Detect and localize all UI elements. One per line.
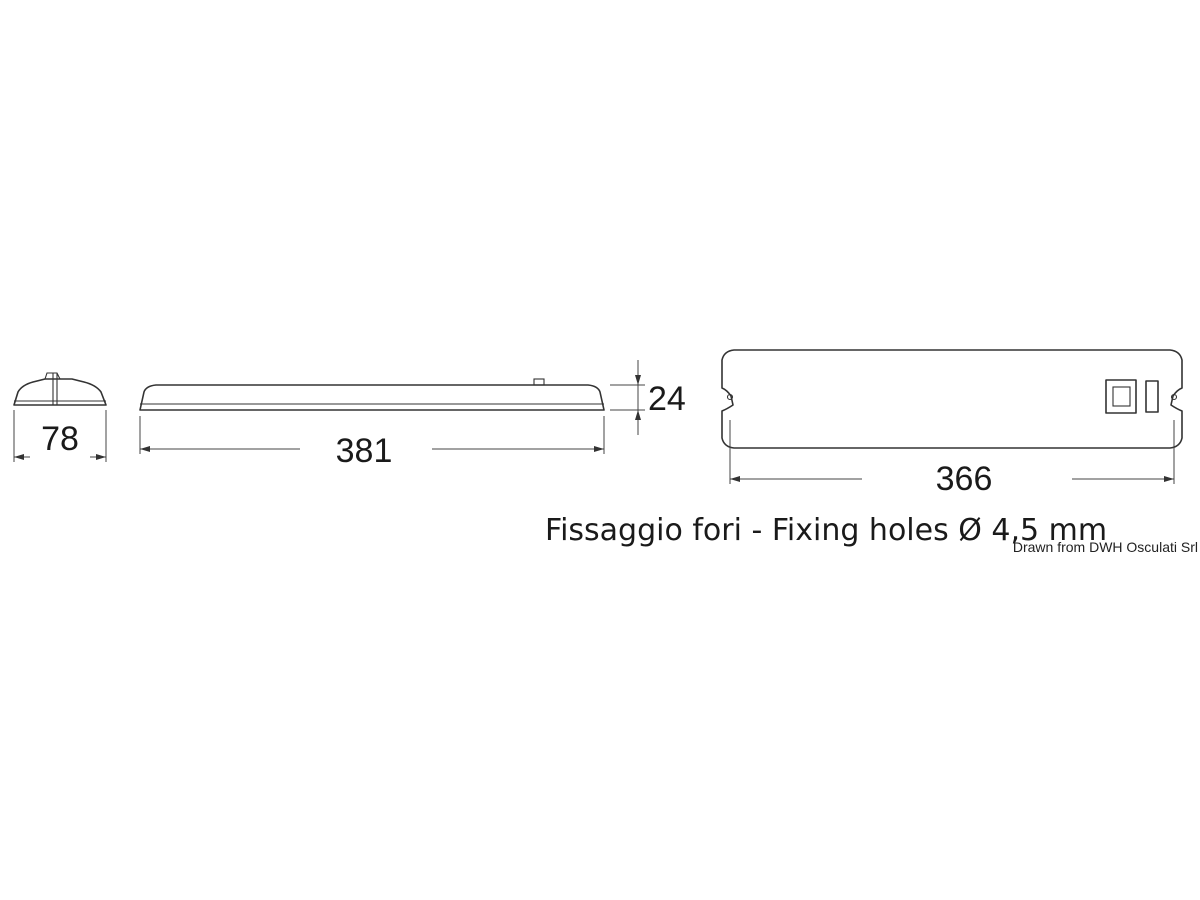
height-dimension-label: 24: [648, 380, 686, 418]
hole-spacing-dimension-label: 366: [936, 460, 993, 498]
height-dimension: 24: [610, 360, 686, 435]
switch-outer: [1105, 379, 1137, 414]
fixing-hole-right: [1170, 393, 1178, 401]
fixing-holes-note: Fissaggio fori - Fixing holes Ø 4,5 mm: [545, 513, 1107, 548]
credit-line: Drawn from DWH Osculati Srl: [1013, 539, 1198, 555]
switch-rocker: [1112, 386, 1131, 407]
bottom-view: [721, 349, 1183, 449]
side-view-outline: [139, 384, 605, 411]
side-view: [139, 378, 605, 411]
side-view-switch: [533, 378, 545, 386]
end-view-outline: [13, 378, 107, 406]
end-view: [13, 372, 107, 406]
fixing-hole-left: [726, 393, 734, 401]
width-dimension-label: 78: [41, 420, 79, 458]
indicator-light: [1145, 380, 1159, 413]
length-dimension-label: 381: [336, 432, 393, 470]
length-dimension: 381: [139, 416, 605, 470]
hole-spacing-dimension: 366: [729, 420, 1175, 498]
bottom-view-outline: [721, 349, 1183, 449]
end-view-switch: [44, 372, 61, 405]
width-dimension: 78: [13, 410, 107, 462]
